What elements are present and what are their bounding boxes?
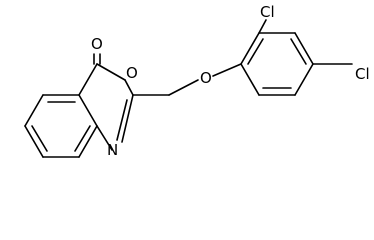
bond-o-aryl xyxy=(212,63,242,77)
atom-labels: O O N O Cl Cl xyxy=(91,3,370,159)
dichlorophenyl-ring xyxy=(240,19,353,96)
bond-ring-b xyxy=(78,94,98,127)
bond-c2-n1-double xyxy=(116,99,128,141)
bond-c4-c4a xyxy=(78,63,98,96)
bond-ar-a xyxy=(240,63,260,96)
fused-benzene-ring xyxy=(24,94,98,158)
methyleneoxy-linker xyxy=(132,63,242,96)
bond-c2-cl xyxy=(258,19,267,34)
bond-ar-inner-2 xyxy=(290,38,307,65)
atom-label-chlorine-4: Cl xyxy=(355,65,370,83)
bond-c4-o3 xyxy=(96,63,126,81)
bond-ring-e xyxy=(24,125,44,158)
atom-label-ring-oxygen: O xyxy=(126,64,138,82)
bond-n1-c8a xyxy=(96,125,113,151)
molecule-drawing: O O N O Cl Cl xyxy=(24,3,370,159)
bond-ring-c xyxy=(78,125,98,158)
atom-label-ring-nitrogen: N xyxy=(107,141,118,159)
structure-svg: O O N O Cl Cl xyxy=(24,3,370,159)
oxazinone-ring xyxy=(78,53,134,151)
bond-ar-f xyxy=(240,32,260,65)
bond-ar-c xyxy=(294,63,314,96)
bond-ring-f xyxy=(24,94,44,127)
bond-ring-inner-3 xyxy=(74,125,91,152)
bond-ring-inner-2 xyxy=(31,125,48,152)
bond-o3-c2 xyxy=(124,79,134,96)
atom-label-ether-oxygen: O xyxy=(200,69,212,87)
atom-label-carbonyl-oxygen: O xyxy=(91,35,103,53)
bond-c2-n1 xyxy=(121,94,134,143)
bond-ch2-o xyxy=(168,79,199,96)
bond-ar-d xyxy=(294,32,314,65)
bond-ar-inner-3 xyxy=(247,38,264,65)
atom-label-chlorine-2: Cl xyxy=(260,3,275,21)
